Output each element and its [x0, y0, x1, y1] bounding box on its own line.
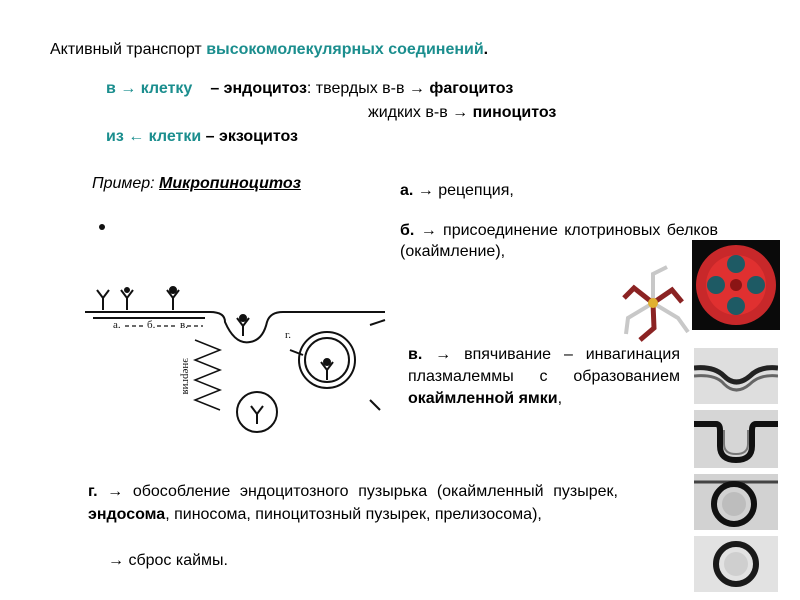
- micrograph-pit-shallow: [694, 348, 778, 404]
- step-v: в. → впячивание – инвагинация плазмалемм…: [408, 346, 680, 407]
- endocytosis-line: в → клетку– эндоцитоз: твердых в-в → фаг…: [106, 80, 514, 97]
- pinocytosis-line: жидких в-в → пиноцитоз: [368, 104, 557, 121]
- diagram-label-v: в.: [180, 319, 188, 331]
- diagram-energy-label: энергия: [180, 358, 192, 394]
- micrograph-pit-deep: [694, 410, 778, 468]
- step-g: г. → обособление эндоцитозного пузырька …: [88, 483, 618, 523]
- step-b: б. → присоединение клотриновых белков (о…: [400, 222, 718, 260]
- clathrin-cage-image: [692, 240, 780, 330]
- micrograph-vesicle-free: [694, 536, 778, 592]
- step-g-last: → сброс каймы.: [108, 552, 228, 569]
- micrograph-vesicle-budding: [694, 474, 778, 530]
- exocytosis-line: из ← клетки – экзоцитоз: [106, 128, 298, 145]
- page-title: Активный транспорт высокомолекулярных со…: [50, 41, 489, 58]
- example-heading: Пример: Микропиноцитоз: [92, 175, 301, 192]
- diagram-label-a: а.: [113, 319, 121, 331]
- diagram-label-g: г.: [285, 329, 291, 341]
- triskelion-image: [612, 262, 694, 344]
- step-a: а. → рецепция,: [400, 182, 514, 199]
- diagram-label-b: б.: [147, 319, 156, 331]
- micropinocytosis-diagram: а. б. в. г. энергия: [85, 224, 386, 433]
